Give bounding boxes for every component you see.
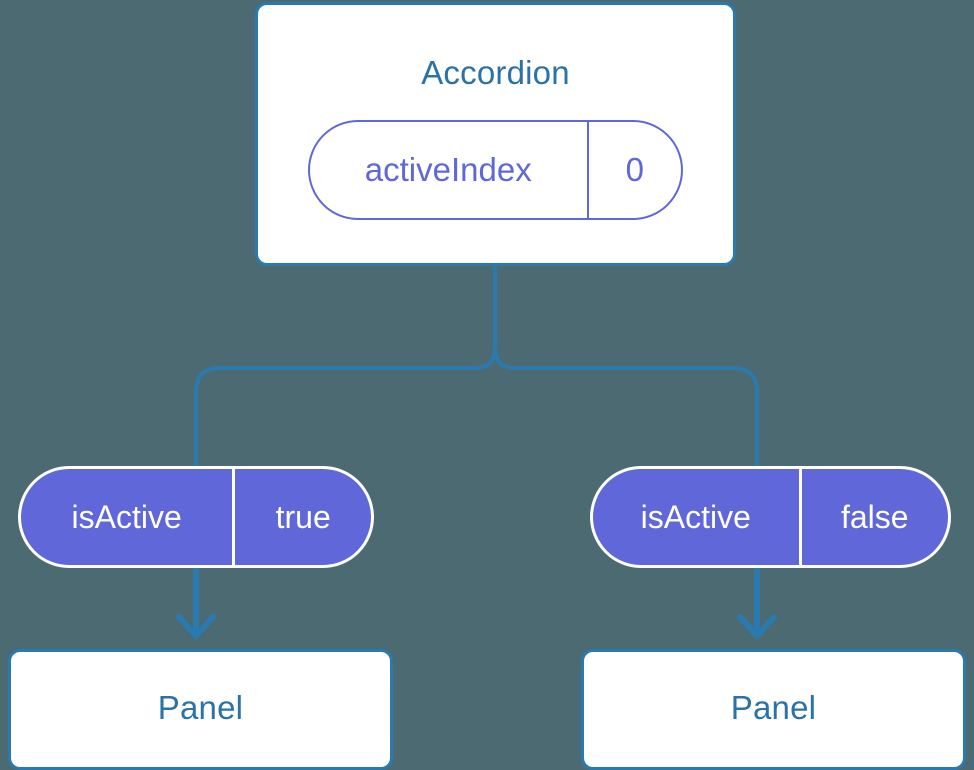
arrow-right-head-icon <box>737 614 777 639</box>
prop-pill-active-index-value: 0 <box>586 122 682 218</box>
component-title-panel-left: Panel <box>157 688 244 726</box>
component-box-panel-right[interactable]: Panel <box>581 649 966 770</box>
prop-pill-is-active-left-value: true <box>232 469 371 565</box>
prop-pill-is-active-right[interactable]: isActive false <box>590 466 951 568</box>
prop-pill-is-active-right-value: false <box>798 469 949 565</box>
component-box-panel-left[interactable]: Panel <box>8 649 393 770</box>
prop-pill-is-active-left[interactable]: isActive true <box>18 466 374 568</box>
prop-pill-is-active-left-key: isActive <box>71 498 182 535</box>
tree-connector-branch-right <box>493 343 759 468</box>
prop-pill-active-index-key: activeIndex <box>364 151 532 188</box>
tree-connector-trunk <box>194 264 497 468</box>
arrow-left-head-icon <box>176 614 216 639</box>
component-title-accordion: Accordion <box>421 54 570 91</box>
prop-pill-is-active-right-key: isActive <box>640 498 751 535</box>
prop-pill-active-index[interactable]: activeIndex 0 <box>308 120 683 220</box>
component-title-panel-right: Panel <box>730 688 817 726</box>
